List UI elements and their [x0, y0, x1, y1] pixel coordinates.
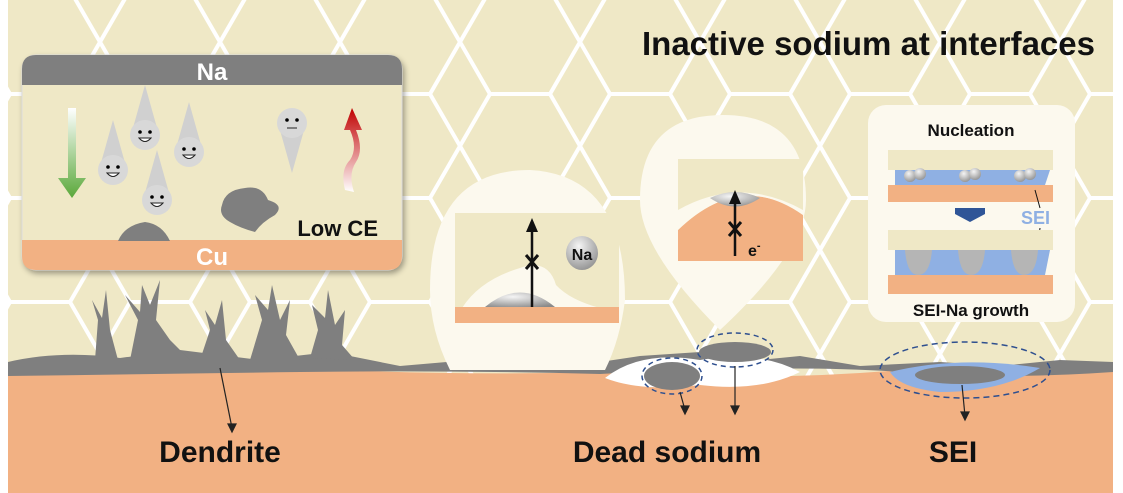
na-label: Na: [197, 59, 228, 86]
copper-substrate: [8, 364, 1113, 493]
sei-annotation: SEI: [1021, 208, 1050, 228]
blocked-icon: [524, 254, 540, 270]
sei-panel: Nucleation SEI SEI-Na growth: [868, 105, 1075, 322]
left-panel: Na Cu Low CE: [21, 54, 403, 271]
dashed-circle: [696, 332, 774, 368]
pointer-arrows: [219, 366, 970, 434]
sodium-deposit: [485, 292, 555, 307]
dashed-ellipse: [879, 341, 1051, 399]
wavy-up-arrow-icon: [343, 108, 362, 192]
down-arrow-icon: [955, 208, 985, 222]
cu-label: Cu: [196, 244, 228, 271]
title: Inactive sodium at interfaces: [642, 25, 1095, 62]
dendrites: [92, 280, 355, 360]
na-electrode: [22, 55, 402, 85]
label-dead-sodium: Dead sodium: [573, 436, 761, 469]
label-sei: SEI: [929, 436, 977, 469]
down-arrow-icon: [58, 108, 86, 198]
dead-sodium-blob: [118, 222, 170, 241]
dead-sodium-particle: [644, 362, 700, 390]
low-ce-label: Low CE: [297, 216, 378, 241]
bubble-electron-isolation: e-: [640, 115, 806, 330]
label-dendrite: Dendrite: [159, 436, 281, 469]
dashed-circle: [641, 357, 703, 395]
dead-sodium-blob: [221, 187, 279, 232]
sodium-layer: [8, 350, 1113, 376]
sei-sodium: [915, 366, 1005, 384]
dead-sodium-particle: [699, 342, 771, 362]
nucleation-label: Nucleation: [928, 121, 1015, 140]
blocked-icon: [727, 221, 743, 237]
bubble-na-isolation: Na: [430, 170, 625, 370]
na-particle-label: Na: [572, 247, 593, 264]
sodium-ions: [98, 85, 307, 215]
cu-electrode: [22, 240, 402, 270]
electron-label: e-: [748, 240, 761, 260]
sei-na-growth-label: SEI-Na growth: [913, 301, 1029, 320]
